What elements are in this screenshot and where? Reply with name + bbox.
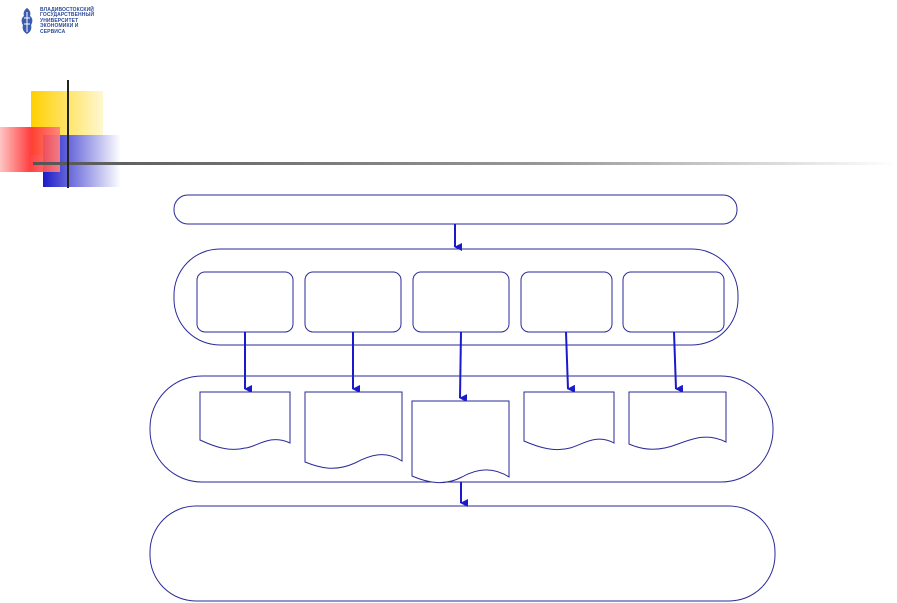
logo-line-3: УНИВЕРСИТЕТ bbox=[40, 17, 79, 24]
document-4 bbox=[523, 391, 615, 451]
logo-line-2: ГОСУДАРСТВЕННЫЙ bbox=[40, 12, 95, 19]
deco-vertical-line bbox=[67, 80, 69, 188]
row1-container bbox=[173, 248, 739, 346]
logo-line-4: ЭКОНОМИКИ И bbox=[40, 23, 79, 30]
document-3 bbox=[411, 400, 510, 483]
arrow-4 bbox=[565, 331, 576, 393]
document-5 bbox=[628, 391, 727, 450]
row1-box-1 bbox=[196, 271, 294, 333]
bottom-box bbox=[149, 505, 776, 602]
arrow-5 bbox=[673, 331, 684, 393]
row1-box-4 bbox=[520, 271, 613, 333]
title-rule bbox=[33, 162, 897, 165]
top-box bbox=[173, 194, 738, 225]
logo-line-5: СЕРВИСА bbox=[40, 28, 66, 35]
university-logo: ВЛАДИВОСТОКСКИЙ ГОСУДАРСТВЕННЫЙ УНИВЕРСИ… bbox=[18, 6, 94, 36]
row1-box-5 bbox=[622, 271, 725, 333]
document-1 bbox=[199, 391, 291, 450]
document-2 bbox=[304, 391, 403, 469]
logo-line-1: ВЛАДИВОСТОКСКИЙ bbox=[40, 7, 94, 13]
row1-box-2 bbox=[304, 271, 402, 333]
arrow-3 bbox=[459, 331, 468, 403]
row1-box-3 bbox=[412, 271, 510, 333]
decorative-header bbox=[0, 80, 897, 188]
logo-emblem-icon bbox=[21, 8, 33, 34]
